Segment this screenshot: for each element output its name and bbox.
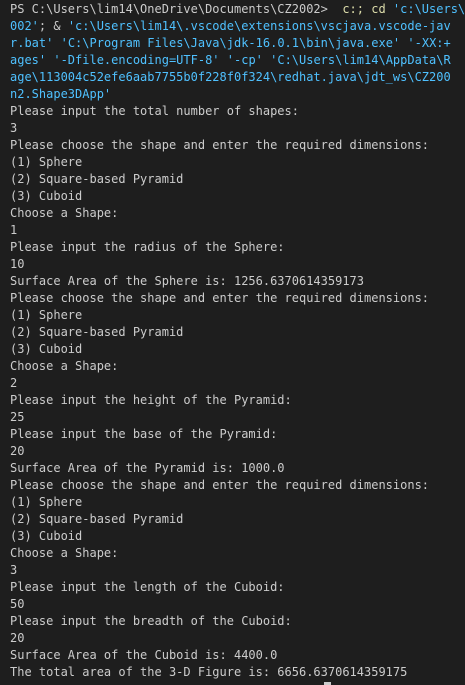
argument-string: 'c:\Users\ — [392, 2, 465, 16]
terminal-cursor — [324, 682, 331, 685]
output-line: Please choose the shape and enter the re… — [10, 138, 430, 152]
output-line: (3) Cuboid — [10, 189, 83, 203]
output-line: (3) Cuboid — [10, 529, 83, 543]
output-line: Choose a Shape: — [10, 359, 119, 373]
output-line: (3) Cuboid — [10, 342, 83, 356]
argument-string: '-Dfile.encoding=UTF-8' — [53, 53, 220, 67]
output-line: Please choose the shape and enter the re… — [10, 478, 430, 492]
command-keyword: c:; cd — [335, 2, 393, 16]
output-line: 3 — [10, 121, 18, 135]
output-line: Choose a Shape: — [10, 546, 119, 560]
command-line: age\113004c52efe6aab7755b0f228f0f324\red… — [10, 69, 451, 86]
argument-string: 002' — [10, 19, 39, 33]
command-line: PS C:\Users\lim14\OneDrive\Documents\CZ2… — [10, 1, 465, 18]
output-line: Please input the total number of shapes: — [10, 104, 299, 118]
operator-text — [53, 36, 60, 50]
output-line: Surface Area of the Pyramid is: 1000.0 — [10, 461, 285, 475]
output-line: 2 — [10, 376, 18, 390]
output-line: Surface Area of the Sphere is: 1256.6370… — [10, 274, 365, 288]
output-line: 25 — [10, 410, 25, 424]
program-output: Please input the total number of shapes:… — [10, 103, 434, 681]
argument-string: 'C:\Program Files\Java\jdk-16.0.1\bin\ja… — [60, 36, 401, 50]
output-line: Please input the length of the Cuboid: — [10, 580, 285, 594]
command-line: n2.Shape3DApp' — [10, 86, 434, 103]
command-line: ages' '-Dfile.encoding=UTF-8' '-cp' 'C:\… — [10, 52, 451, 69]
operator-text — [220, 53, 227, 67]
argument-string: n2.Shape3DApp' — [10, 87, 112, 101]
command-line: r.bat' 'C:\Program Files\Java\jdk-16.0.1… — [10, 35, 451, 52]
argument-string: age\113004c52efe6aab7755b0f228f0f324\red… — [10, 70, 451, 84]
argument-string: ages' — [10, 53, 47, 67]
output-line: (2) Square-based Pyramid — [10, 512, 184, 526]
prompt-text: PS C:\Users\lim14\OneDrive\Documents\CZ2… — [10, 2, 336, 16]
output-line: Choose a Shape: — [10, 206, 119, 220]
output-line: Please input the breadth of the Cuboid: — [10, 614, 292, 628]
argument-string: '-XX:+ — [407, 36, 451, 50]
argument-string: '-cp' 'C:\Users\lim14\AppData\R — [226, 53, 451, 67]
output-line: Surface Area of the Cuboid is: 4400.0 — [10, 648, 278, 662]
output-line: (2) Square-based Pyramid — [10, 172, 184, 186]
output-line: 1 — [10, 223, 18, 237]
output-line: 20 — [10, 631, 25, 645]
output-line: Please choose the shape and enter the re… — [10, 291, 430, 305]
output-line: (2) Square-based Pyramid — [10, 325, 184, 339]
output-line: Please input the height of the Pyramid: — [10, 393, 292, 407]
output-line: Please input the radius of the Sphere: — [10, 240, 285, 254]
output-line: 50 — [10, 597, 25, 611]
output-line: (1) Sphere — [10, 495, 83, 509]
output-line: The total area of the 3-D Figure is: 665… — [10, 665, 408, 679]
command-line: 002'; & 'c:\Users\lim14\.vscode\extensio… — [10, 18, 451, 35]
operator-text: ; & — [38, 19, 68, 33]
output-line: 20 — [10, 444, 25, 458]
argument-string: 'c:\Users\lim14\.vscode\extensions\vscja… — [67, 19, 451, 33]
output-line: (1) Sphere — [10, 308, 83, 322]
command-block: PS C:\Users\lim14\OneDrive\Documents\CZ2… — [10, 1, 465, 103]
output-line: 10 — [10, 257, 25, 271]
output-line: (1) Sphere — [10, 155, 83, 169]
output-line: Please input the base of the Pyramid: — [10, 427, 278, 441]
argument-string: r.bat' — [10, 36, 54, 50]
output-line: 3 — [10, 563, 18, 577]
